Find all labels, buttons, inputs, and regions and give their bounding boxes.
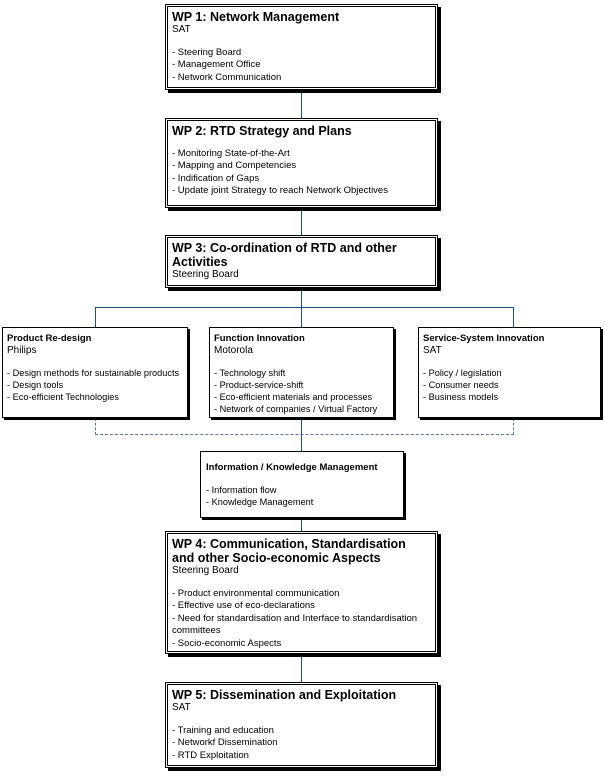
branch-item: - Design tools <box>7 380 64 390</box>
info-title: Information / Knowledge Management <box>206 462 378 473</box>
wp2-item: - Mapping and Competencies <box>172 160 297 172</box>
info-item: - Information flow <box>206 485 277 495</box>
info-item: - Knowledge Management <box>206 497 314 507</box>
branch-lead: Philips <box>7 345 37 356</box>
wp4-item: - Product environmental communication <box>172 588 340 599</box>
branch-service-system-innovation: Service-System Innovation SAT - Policy /… <box>418 327 601 418</box>
wp4-box: WP 4: Communication, Standardisation and… <box>165 531 438 654</box>
branch-item: - Policy / legislation <box>423 368 502 378</box>
connector-info-wp4 <box>301 518 302 531</box>
wp3-title: WP 3: Co-ordination of RTD and other Act… <box>172 241 397 269</box>
wp2-box: WP 2: RTD Strategy and Plans - Monitorin… <box>165 118 438 208</box>
wp1-item: - Steering Board <box>172 47 242 58</box>
wp4-lead: Steering Board <box>172 565 239 576</box>
wp4-item: - Socio-economic Aspects <box>172 637 282 649</box>
branch-items: - Technology shift - Product-service-shi… <box>214 367 387 415</box>
branch-drop-center <box>301 307 302 327</box>
wp3-lead: Steering Board <box>172 269 239 280</box>
wp1-box: WP 1: Network Management SAT - Steering … <box>165 4 438 90</box>
connector-wp4-wp5 <box>301 654 302 682</box>
wp2-item: - Update joint Strategy to reach Network… <box>172 185 388 197</box>
wp5-box: WP 5: Dissemination and Exploitation SAT… <box>165 682 438 768</box>
branch-lead: Motorola <box>214 345 253 356</box>
connector-wp3-branches <box>301 288 302 308</box>
branch-title: Service-System Innovation <box>423 333 545 344</box>
branch-item: - Technology shift <box>214 368 286 378</box>
branch-items: - Policy / legislation - Consumer needs … <box>423 367 594 403</box>
wp1-items: - Steering Board - Management Office - N… <box>172 47 431 84</box>
wp1-title: WP 1: Network Management <box>172 10 340 24</box>
connector-branches-info <box>301 418 302 451</box>
wp4-item: - Effective use of eco-declarations <box>172 600 315 612</box>
branch-item: - Eco-efficient Technologies <box>7 392 120 402</box>
branch-title: Function Innovation <box>214 333 305 344</box>
wp1-lead: SAT <box>172 24 191 35</box>
branch-item: - Product-service-shift <box>214 380 304 390</box>
branch-drop-left <box>95 307 96 327</box>
wp4-items: - Product environmental communication - … <box>172 588 431 650</box>
wp5-lead: SAT <box>172 702 191 713</box>
info-box: Information / Knowledge Management - Inf… <box>200 451 404 518</box>
wp5-items: - Training and education - Networkf Diss… <box>172 725 431 762</box>
branch-item: - Eco-efficient materials and processes <box>214 392 373 402</box>
branch-product-redesign: Product Re-design Philips - Design metho… <box>2 327 188 418</box>
branch-drop-right <box>513 307 514 327</box>
branch-title: Product Re-design <box>7 333 92 344</box>
wp4-title: WP 4: Communication, Standardisation and… <box>172 537 406 565</box>
branch-item: - Design methods for sustainable product… <box>7 368 180 378</box>
wp2-items: - Monitoring State-of-the-Art - Mapping … <box>172 148 431 198</box>
connector-wp1-wp2 <box>301 90 302 118</box>
wp2-item: - Monitoring State-of-the-Art <box>172 148 290 159</box>
wp5-item: - Networkf Dissemination <box>172 737 278 749</box>
connector-wp2-wp3 <box>301 208 302 235</box>
branch-horizontal-line <box>95 307 513 308</box>
branch-item: - Business models <box>423 392 499 402</box>
branch-lead: SAT <box>423 345 442 356</box>
wp1-item: - Management Office <box>172 59 261 71</box>
wp2-title: WP 2: RTD Strategy and Plans <box>172 124 352 138</box>
wp2-item: - Indification of Gaps <box>172 172 260 184</box>
wp4-item: - Need for standardisation and Interface… <box>172 612 418 637</box>
wp5-title: WP 5: Dissemination and Exploitation <box>172 688 397 702</box>
wp5-item: - Training and education <box>172 725 274 736</box>
branch-function-innovation: Function Innovation Motorola - Technolog… <box>209 327 394 418</box>
branch-item: - Consumer needs <box>423 380 499 390</box>
info-items: - Information flow - Knowledge Managemen… <box>206 484 397 508</box>
wp3-box: WP 3: Co-ordination of RTD and other Act… <box>165 235 438 288</box>
branches-bottom-frame <box>95 418 514 435</box>
branch-items: - Design methods for sustainable product… <box>7 367 181 403</box>
wp5-item: - RTD Exploitation <box>172 749 249 761</box>
wp1-item: - Network Communication <box>172 71 282 83</box>
branch-item: - Network of companies / Virtual Factory <box>214 404 378 414</box>
